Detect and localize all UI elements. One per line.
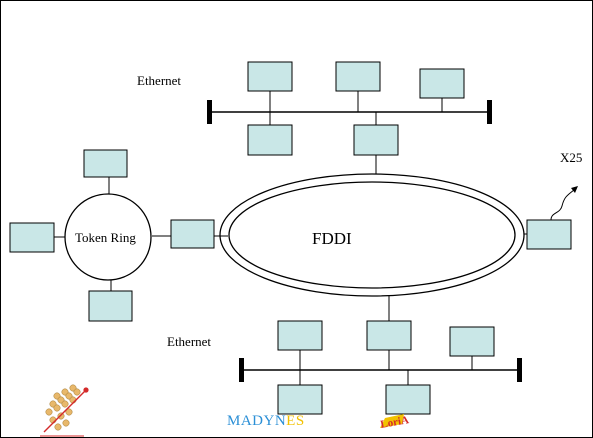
- ethernet-bottom-host: [277, 320, 323, 351]
- ethernet-top-host: [247, 124, 293, 156]
- fddi-inner-ring: [228, 181, 516, 289]
- fddi-ring: FDDI: [219, 173, 525, 297]
- ethernet-top-terminator-right: [487, 100, 492, 124]
- x25-gateway: X25: [524, 150, 582, 250]
- x25-label: X25: [560, 150, 582, 165]
- x25-arrowhead-icon: [571, 186, 578, 193]
- ethernet-top-host: [419, 68, 465, 99]
- ethernet-top-label: Ethernet: [137, 73, 181, 88]
- ethernet-bottom-host: [277, 384, 323, 415]
- ethernet-top-bridge: [353, 124, 399, 156]
- ethernet-top-segment: Ethernet: [137, 61, 492, 156]
- svg-text:MADYNES: MADYNES: [227, 413, 305, 429]
- ethernet-top-host: [247, 61, 293, 92]
- token-ring-bridge: [170, 219, 215, 249]
- svg-text:LoriA: LoriA: [379, 414, 409, 431]
- fddi-label: FDDI: [312, 229, 352, 248]
- madynes-logo: MADYNES: [227, 413, 305, 429]
- token-ring-segment: Token Ring: [9, 149, 228, 322]
- ethernet-bottom-bridge: [366, 320, 412, 351]
- ethernet-bottom-host: [385, 384, 431, 415]
- loria-logo: LoriA: [379, 414, 410, 431]
- ethernet-bottom-terminator-left: [239, 358, 244, 382]
- ethernet-bottom-segment: Ethernet: [167, 320, 522, 415]
- ethernet-bottom-label: Ethernet: [167, 334, 211, 349]
- token-ring-host: [9, 222, 55, 253]
- token-ring-host: [88, 290, 133, 322]
- x25-link-squiggle: [550, 189, 575, 221]
- ethernet-bottom-terminator-right: [517, 358, 522, 382]
- ethernet-bottom-host: [449, 326, 495, 357]
- ethernet-top-host: [335, 61, 381, 92]
- lab-logo-icon: [40, 384, 89, 437]
- token-ring-label: Token Ring: [75, 230, 136, 245]
- token-ring-host: [83, 149, 128, 178]
- x25-gateway-node: [526, 219, 572, 250]
- token-ring-circle: [64, 193, 152, 281]
- ethernet-top-terminator-left: [207, 100, 212, 124]
